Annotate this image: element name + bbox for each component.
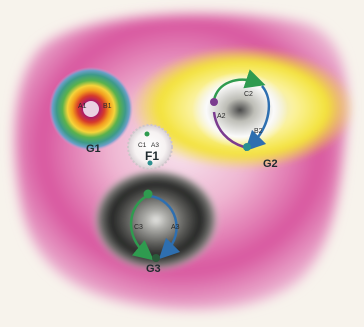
g2-label-b2: B2 <box>254 128 263 135</box>
g2-label: G2 <box>263 158 278 170</box>
f1-label-c1: C1 <box>138 142 147 149</box>
g2-label-c2: C2 <box>244 91 253 98</box>
g3-cycle-arrow-right <box>149 194 181 260</box>
g2-node-teal <box>243 143 251 151</box>
g1-label-a1: A1 <box>78 103 87 110</box>
g3-cycle-arrow-left <box>129 194 154 261</box>
g1-label-b1: B1 <box>103 103 112 110</box>
g3-label-c3: C3 <box>134 224 143 231</box>
g3-label-a3: A3 <box>171 224 180 231</box>
f1-node-green <box>144 131 150 137</box>
g2-node-purple <box>210 98 218 106</box>
g2-cycle-arrow-bottom <box>212 111 245 149</box>
f1-field <box>127 124 173 170</box>
g2-label-a2: A2 <box>217 113 226 120</box>
g3-dark-field <box>92 170 220 274</box>
g3-label: G3 <box>146 263 161 275</box>
f1-node-teal <box>147 160 153 166</box>
f1-label-a3: A3 <box>151 142 159 149</box>
g1-label: G1 <box>86 143 101 155</box>
g1-center <box>83 101 99 117</box>
g2-core <box>192 72 288 148</box>
f1-label: F1 <box>145 149 159 163</box>
g2-cycle-arrow-right <box>244 85 270 152</box>
g3-node-dark <box>152 254 160 262</box>
g2-cycle-arrow-top <box>212 69 266 101</box>
g3-node-green <box>143 189 153 199</box>
